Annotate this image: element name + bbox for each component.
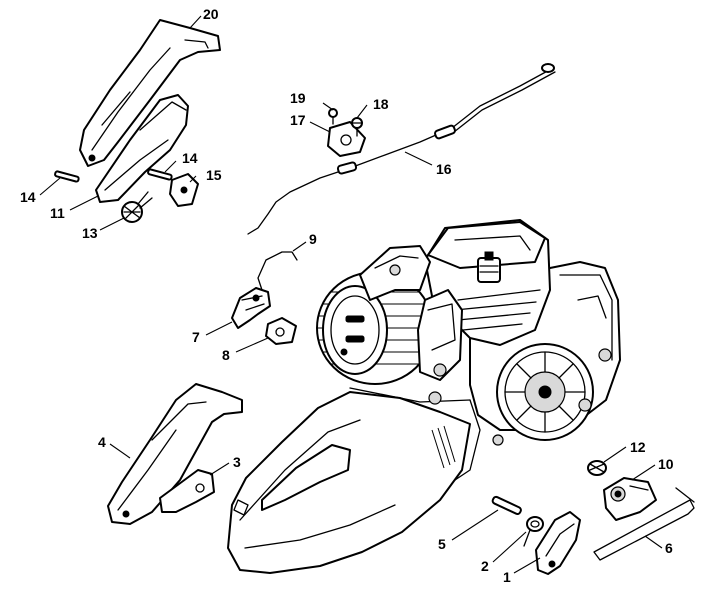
callout-9: 9 <box>309 231 317 247</box>
callout-16: 16 <box>436 161 452 177</box>
engine-housing-assembly <box>227 219 621 574</box>
spark-plug <box>477 251 501 283</box>
callout-labels: 20 19 18 17 16 14 15 14 11 13 9 7 8 3 4 … <box>20 6 674 585</box>
part-9-throttle-rod <box>257 251 298 291</box>
flywheel <box>496 343 594 441</box>
callout-3: 3 <box>233 454 241 470</box>
callout-13: 13 <box>82 225 98 241</box>
callout-1: 1 <box>503 569 511 585</box>
part-17-cable-clamp <box>327 121 366 157</box>
part-6-rod <box>593 487 695 561</box>
part-4-handle-cover <box>107 383 243 525</box>
cylinder-fins <box>454 289 541 331</box>
part-14-pin-right <box>147 168 173 181</box>
callout-15: 15 <box>206 167 222 183</box>
part-5-pin <box>491 495 522 515</box>
callout-19: 19 <box>290 90 306 106</box>
callout-2: 2 <box>481 558 489 574</box>
part-8-spring-clip <box>265 317 297 345</box>
part-7-throttle-trigger <box>231 287 271 329</box>
callout-10: 10 <box>658 456 674 472</box>
callout-6: 6 <box>665 540 673 556</box>
callout-4: 4 <box>98 434 106 450</box>
callout-20: 20 <box>203 6 219 22</box>
callout-12: 11 <box>50 205 65 221</box>
leader-lines <box>39 15 663 574</box>
callout-14-left: 14 <box>20 189 36 205</box>
part-15-interlock-lever <box>169 173 199 207</box>
part-16-throttle-cable <box>247 63 556 235</box>
part-10-lever <box>603 477 657 521</box>
callout-8: 8 <box>222 347 230 363</box>
callout-17: 17 <box>290 112 306 128</box>
part-14-pin-left <box>54 170 80 183</box>
callout-11: 12 <box>630 439 646 455</box>
air-filter <box>316 271 434 385</box>
callout-14-right: 14 <box>182 150 198 166</box>
part-2-spring <box>523 516 544 547</box>
part-12-handle <box>95 94 189 203</box>
callout-7: 7 <box>192 329 200 345</box>
part-3-bracket <box>159 469 215 513</box>
part-11-spring <box>587 460 607 476</box>
handle-grip-ribs <box>431 425 456 469</box>
part-20-handle-molding <box>79 19 221 167</box>
callout-5: 5 <box>438 536 446 552</box>
part-19-screw <box>328 108 338 125</box>
part-1-lever-housing <box>535 511 581 575</box>
part-13-torsion-spring <box>121 191 153 223</box>
callout-18: 18 <box>373 96 389 112</box>
